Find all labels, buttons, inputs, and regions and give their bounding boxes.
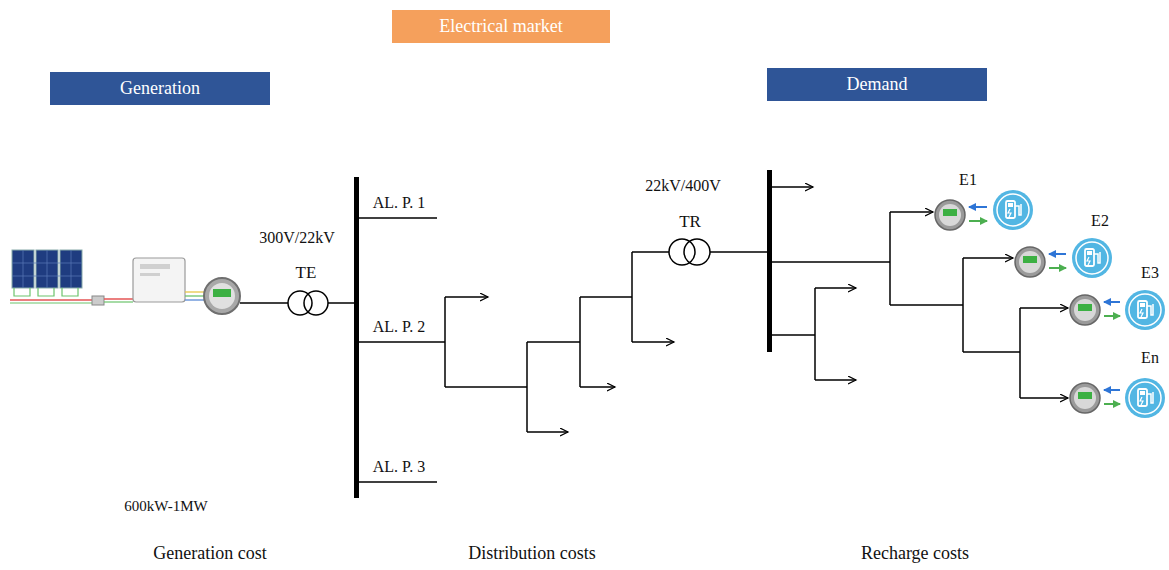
charger-label: E3 — [1141, 264, 1159, 282]
charger-label: E1 — [959, 171, 977, 189]
voltage-rating: 300V/22kV — [259, 229, 335, 247]
transformer-symbol — [288, 291, 328, 315]
banner-title: Electrical market — [439, 16, 562, 37]
feeder-lines — [358, 187, 1068, 482]
banner-title: Demand — [847, 74, 908, 95]
charging-points — [935, 190, 1165, 418]
transformer-label: TR — [679, 213, 701, 232]
power-range: 600kW-1MW — [124, 498, 207, 515]
energy-meter — [204, 278, 240, 314]
cost-caption: Recharge costs — [861, 544, 969, 564]
busbar — [354, 177, 359, 498]
busbar — [767, 170, 772, 352]
banner-title: Generation — [120, 78, 200, 99]
feeder-label: AL. P. 2 — [373, 318, 425, 336]
section-banner: Generation — [50, 72, 270, 105]
transformer-label: TE — [296, 264, 317, 283]
charger-label: E2 — [1091, 212, 1109, 230]
charger-label: En — [1141, 349, 1159, 367]
feeder-label: AL. P. 3 — [373, 458, 425, 476]
voltage-rating: 22kV/400V — [645, 177, 721, 195]
section-banner: Electrical market — [392, 10, 610, 43]
section-banner: Demand — [767, 68, 987, 101]
cost-caption: Distribution costs — [468, 544, 596, 564]
inverter — [133, 258, 205, 302]
feeder-label: AL. P. 1 — [373, 194, 425, 212]
transformer-symbol — [669, 239, 710, 265]
solar-panels — [10, 250, 133, 305]
cost-caption: Generation cost — [153, 544, 266, 564]
